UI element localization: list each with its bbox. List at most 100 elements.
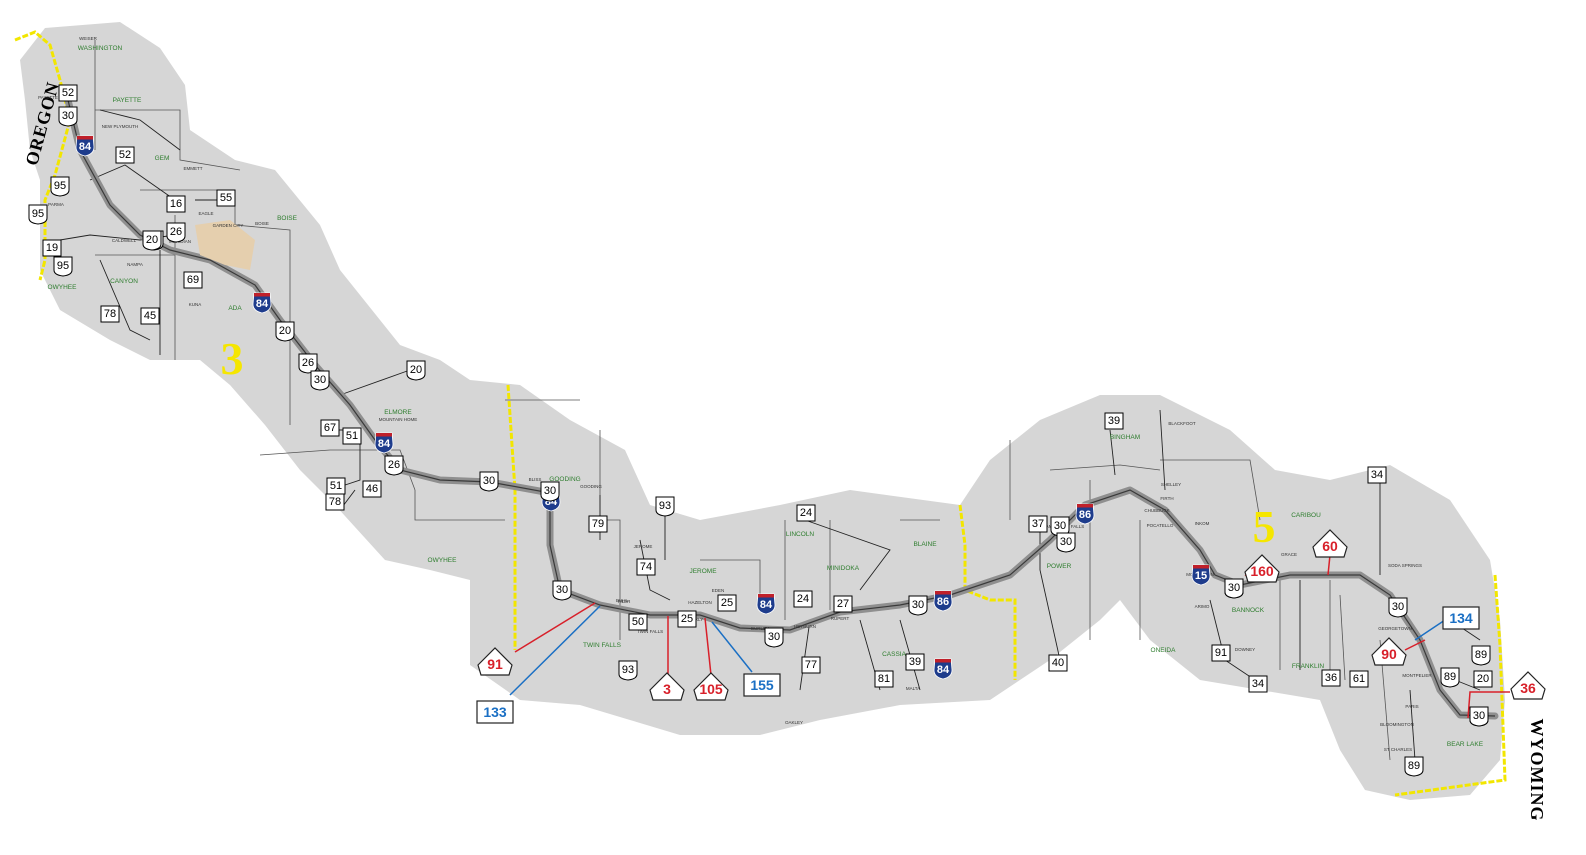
study-area-region	[20, 22, 1505, 800]
state-route-sign: 51	[326, 477, 346, 495]
interstate-shield: 84	[933, 658, 953, 680]
state-route-sign: 34	[1367, 466, 1387, 484]
us-route-number: 26	[302, 357, 314, 369]
state-route-number: 69	[187, 274, 199, 286]
state-route-number: 19	[46, 242, 58, 254]
city-label: ST CHARLES	[1384, 747, 1412, 752]
county-label: MINIDOKA	[827, 565, 860, 572]
county-label: BOISE	[277, 215, 298, 222]
route-callout-3: 3	[649, 672, 685, 701]
county-label: BEAR LAKE	[1447, 741, 1484, 748]
callout-number: 105	[699, 681, 723, 697]
district-number: 5	[1253, 501, 1276, 552]
state-route-number: 16	[170, 198, 182, 210]
interstate-number: 84	[937, 664, 950, 676]
county-label: BANNOCK	[1232, 607, 1265, 614]
callout-number: 134	[1449, 610, 1473, 626]
state-route-number: 78	[104, 308, 116, 320]
us-route-number: 89	[1475, 649, 1487, 661]
us-route-number: 30	[1228, 582, 1240, 594]
interstate-number: 86	[937, 596, 949, 608]
interstate-shield: 84	[75, 135, 95, 157]
state-route-sign: 20	[1473, 670, 1493, 688]
city-label: PAYETTE	[38, 95, 58, 100]
state-route-sign: 25	[677, 610, 697, 628]
us-route-number: 20	[146, 234, 158, 246]
state-route-sign: 78	[325, 493, 345, 511]
callout-leaders	[509, 554, 1510, 719]
us-route-number: 95	[32, 208, 44, 220]
county-boundaries	[94, 40, 1391, 761]
city-label: KUNA	[189, 302, 202, 307]
us-route-shield: 30	[764, 627, 784, 648]
state-route-number: 52	[62, 87, 74, 99]
state-route-sign: 55	[216, 189, 236, 207]
interstate-shield: 84	[756, 593, 776, 615]
interstate-shield: 86	[933, 590, 953, 612]
state-route-sign: 36	[1321, 669, 1341, 687]
city-label: POCATELLO	[1147, 523, 1174, 528]
state-route-number: 27	[837, 598, 849, 610]
city-label: EMMETT	[184, 166, 203, 171]
county-label: BINGHAM	[1110, 434, 1140, 441]
us-route-shield: 89	[1440, 667, 1460, 688]
state-route-sign: 46	[362, 480, 382, 498]
state-route-number: 91	[1215, 647, 1227, 659]
state-route-sign: 50	[628, 613, 648, 631]
route-callout-36: 36	[1510, 671, 1546, 700]
county-label: WASHINGTON	[78, 45, 123, 52]
us-route-number: 30	[556, 584, 568, 596]
state-route-sign: 24	[793, 590, 813, 608]
district-number: 3	[221, 333, 244, 384]
county-label: ADA	[228, 305, 242, 312]
state-route-number: 25	[681, 613, 693, 625]
callout-number: 3	[663, 681, 671, 697]
city-label: ARIMO	[1195, 604, 1210, 609]
county-label: OWYHEE	[428, 557, 458, 564]
city-label: DOWNEY	[1235, 647, 1255, 652]
state-route-number: 79	[592, 518, 604, 530]
state-route-sign: 25	[717, 594, 737, 612]
city-label: BOISE	[255, 221, 269, 226]
state-route-sign: 77	[801, 656, 821, 674]
state-route-sign: 16	[166, 195, 186, 213]
state-route-sign: 79	[588, 515, 608, 533]
state-route-sign: 78	[100, 305, 120, 323]
county-label: JEROME	[689, 568, 717, 575]
us-route-number: 30	[768, 631, 780, 643]
city-label: MOUNTAIN HOME	[379, 417, 417, 422]
city-label: INKOM	[1195, 521, 1210, 526]
city-label: NEW PLYMOUTH	[102, 124, 138, 129]
state-route-sign: 45	[140, 307, 160, 325]
city-label: BLISS	[529, 477, 542, 482]
state-route-number: 34	[1252, 678, 1264, 690]
us-route-shield: 30	[1388, 597, 1408, 618]
state-route-number: 39	[909, 656, 921, 668]
callout-number: 36	[1520, 680, 1536, 696]
us-route-shield: 26	[298, 353, 318, 374]
city-label: SHELLEY	[1161, 482, 1181, 487]
us-route-number: 30	[483, 475, 495, 487]
county-label: POWER	[1047, 563, 1072, 570]
us-route-number: 30	[314, 374, 326, 386]
state-route-sign: 91	[1211, 644, 1231, 662]
boise-urban-area	[195, 220, 255, 270]
state-route-number: 24	[800, 507, 812, 519]
state-route-number: 51	[346, 430, 358, 442]
state-route-sign: 67	[320, 419, 340, 437]
us-route-number: 30	[912, 599, 924, 611]
interstate-number: 86	[1079, 509, 1091, 521]
us-route-shield: 93	[655, 496, 675, 517]
city-label: BLOOMINGTON	[1380, 722, 1414, 727]
state-route-number: 36	[1325, 672, 1337, 684]
state-route-sign: 52	[58, 84, 78, 102]
us-route-shield: 20	[275, 321, 295, 342]
us-route-number: 93	[622, 664, 634, 676]
us-route-number: 26	[388, 459, 400, 471]
state-route-sign: 37	[1028, 515, 1048, 533]
city-label: HAZELTON	[688, 600, 712, 605]
city-label: HEYBURN	[794, 624, 816, 629]
county-label: ELMORE	[384, 409, 412, 416]
state-route-number: 52	[119, 149, 131, 161]
